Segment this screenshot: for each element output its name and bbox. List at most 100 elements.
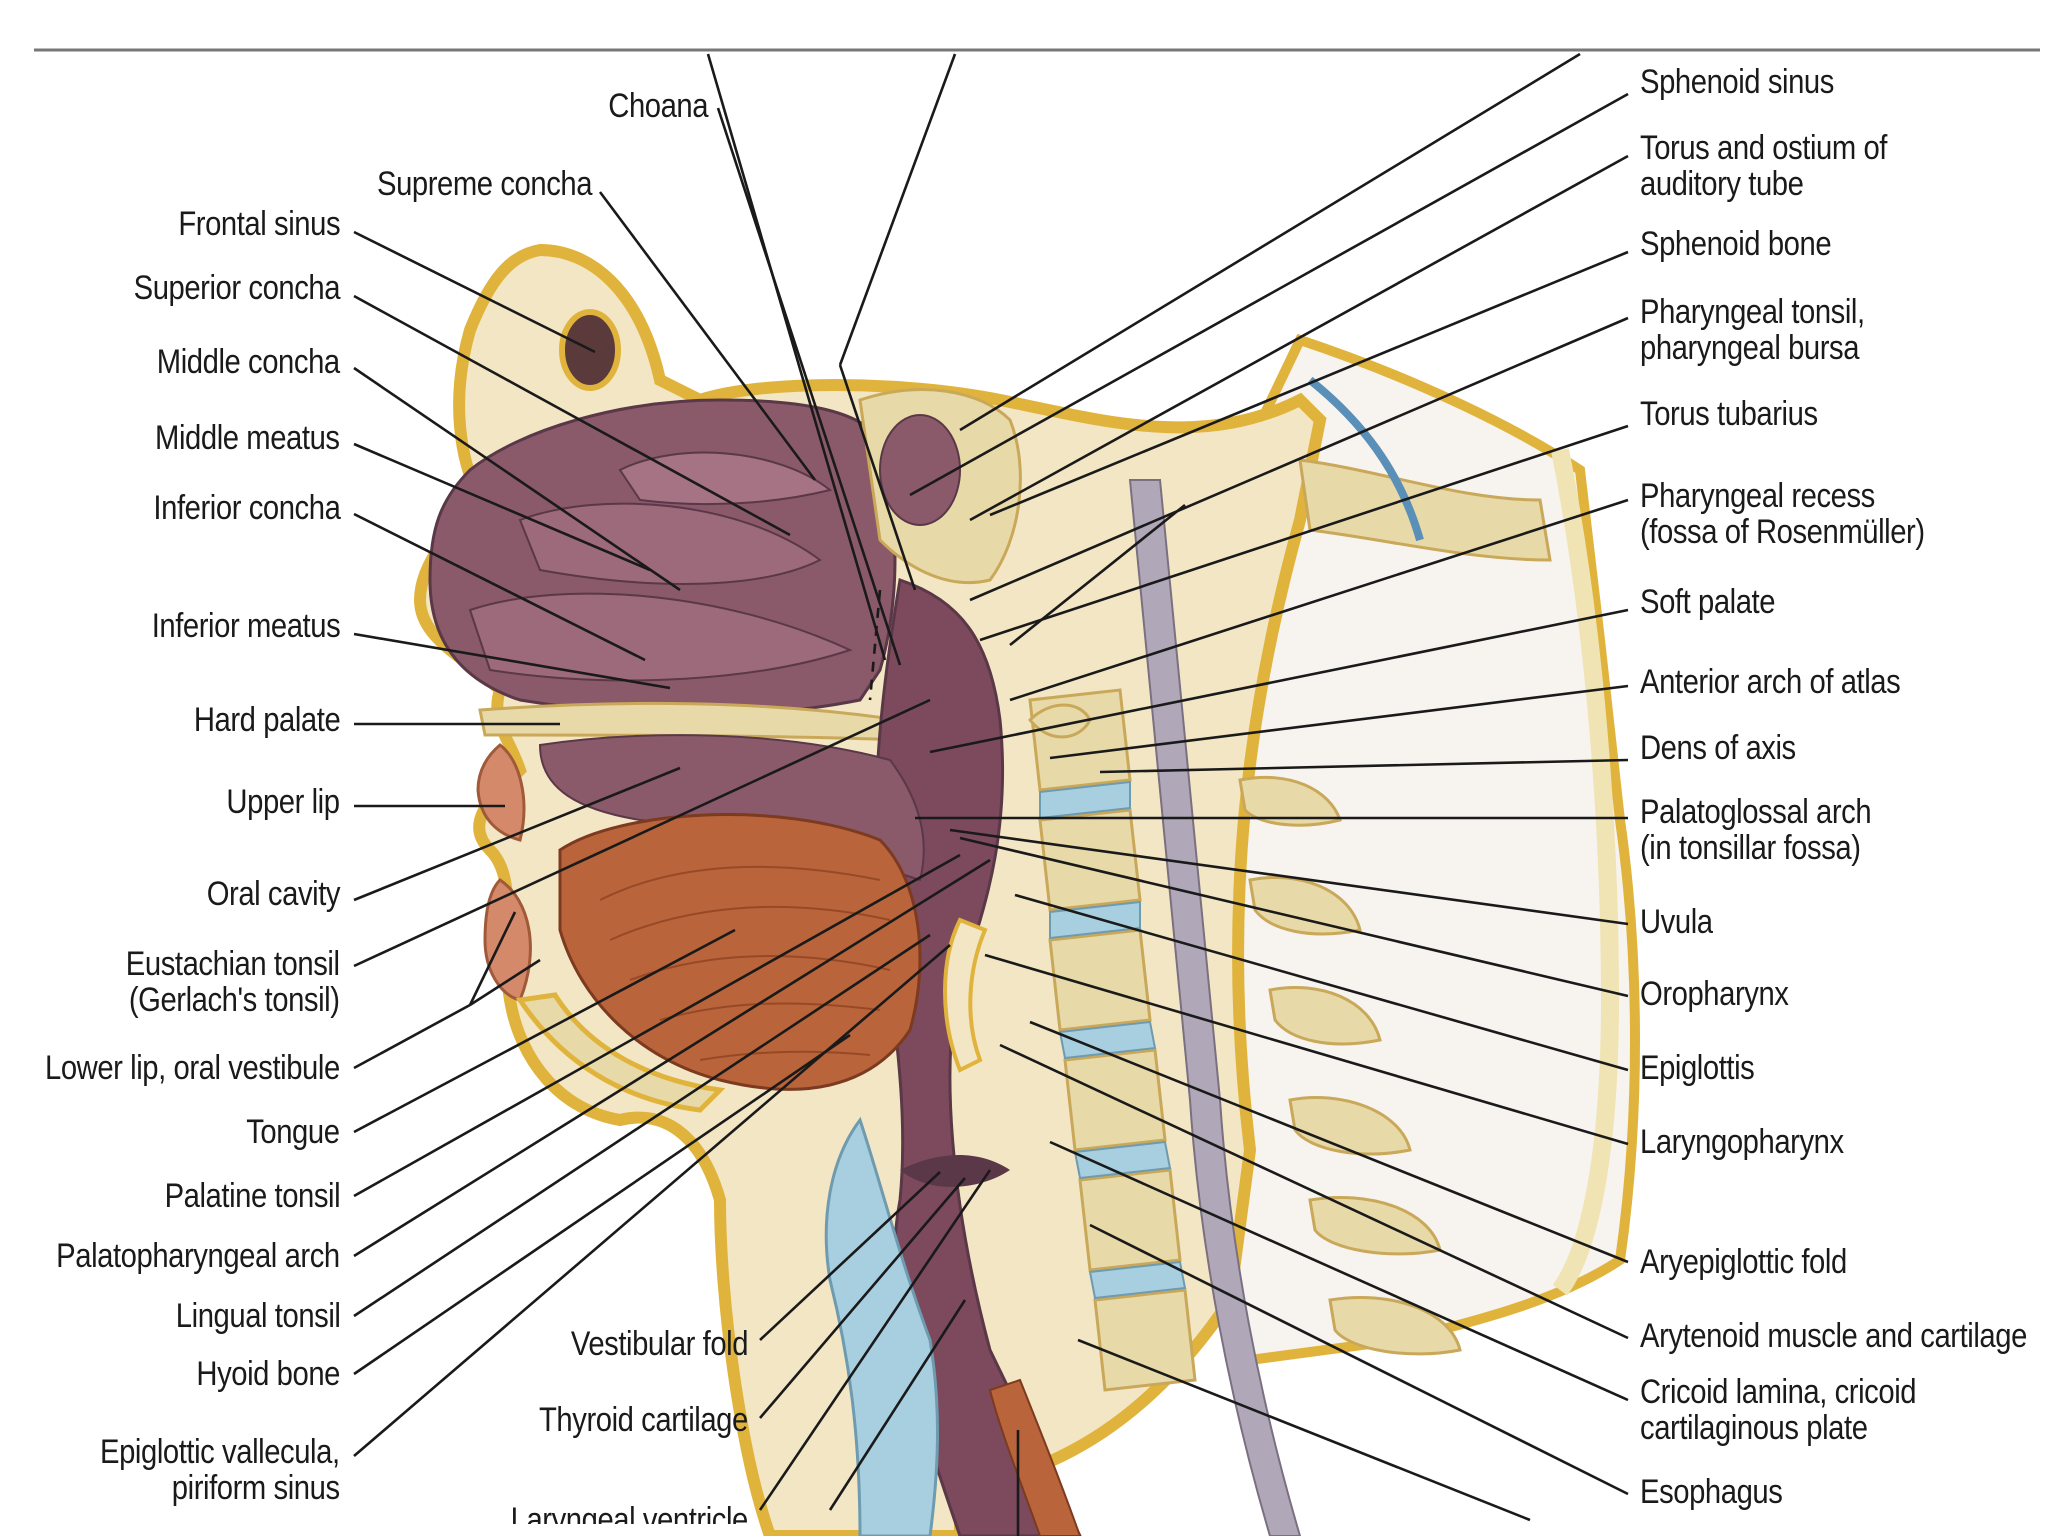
label-palatine-tonsil: Palatine tonsil [164, 1177, 340, 1215]
leader-vestibular-fold [759, 1171, 941, 1341]
label-cricoid-lamina: Cricoid lamina, cricoid cartilaginous pl… [1640, 1373, 1917, 1447]
label-torus-ostium: Torus and ostium of auditory tube [1640, 129, 1887, 203]
leader-pharyngeal-recess [1009, 498, 1629, 702]
leader-sphenoid-sinus [909, 92, 1629, 497]
label-palatopharyngeal-arch: Palatopharyngeal arch [56, 1237, 340, 1275]
label-soft-palate: Soft palate [1640, 583, 1776, 621]
leader-inferior-meatus [353, 632, 671, 690]
leader-lower-lip-a [468, 911, 517, 1006]
lower-lip-shape [483, 878, 532, 1002]
leader-hyoid-bone [353, 1033, 851, 1376]
leader-sphenoid-bone [989, 250, 1629, 517]
leader-supreme-concha [598, 191, 817, 481]
leader-anterior-arch-atlas [1049, 684, 1629, 760]
label-middle-meatus: Middle meatus [155, 419, 340, 457]
mandible [515, 992, 726, 1113]
label-palatoglossal-arch: Palatoglossal arch (in tonsillar fossa) [1640, 793, 1872, 867]
label-middle-concha: Middle concha [157, 343, 340, 381]
leader-choana-b [716, 107, 902, 666]
leader-lower-lip [353, 1003, 471, 1070]
leader-torus-ostium [969, 154, 1629, 522]
spinous-processes [1238, 775, 1462, 1356]
label-pharyngeal-tonsil: Pharyngeal tonsil, pharyngeal bursa [1640, 293, 1865, 367]
leader-cricoid-lamina [1049, 1140, 1629, 1402]
label-oral-cavity: Oral cavity [206, 875, 341, 913]
epiglottis-shape [943, 917, 988, 1073]
leader-uvula [949, 828, 1629, 926]
occipital-bone [1298, 458, 1552, 562]
label-sphenoid-sinus: Sphenoid sinus [1640, 63, 1834, 101]
inferior-concha-shape [468, 592, 853, 682]
superior-concha-shape [618, 451, 833, 506]
leader-thyroid-cartilage [759, 1177, 966, 1419]
label-vestibular-fold: Vestibular fold [570, 1325, 749, 1363]
occipital-skin-line [1551, 448, 1620, 1296]
leader-laryngeal-ventricle-a [758, 1169, 992, 1511]
vertebral-bodies [1028, 688, 1197, 1392]
label-dens-axis: Dens of axis [1640, 729, 1796, 767]
label-thyroid-cartilage: Thyroid cartilage [539, 1401, 748, 1439]
leader-eustachian-tonsil [353, 698, 931, 968]
leader-soft-palate [929, 608, 1629, 754]
vertebral-artery-blue [1307, 376, 1424, 542]
upper-lip-shape [476, 743, 526, 842]
leader-palatopharyngeal-arch [353, 858, 991, 1258]
leader-choana-d [838, 364, 917, 591]
leader-laryngopharynx [984, 953, 1629, 1146]
label-torus-tubarius: Torus tubarius [1640, 395, 1818, 433]
tongue-muscle [558, 813, 922, 1091]
label-epiglottic-vallecula: Epiglottic vallecula, piriform sinus [100, 1433, 340, 1507]
choana-dash [868, 589, 882, 701]
label-laryngeal-ventricle: Laryngeal ventricle [510, 1502, 748, 1524]
label-tongue: Tongue [246, 1113, 341, 1151]
label-lower-lip: Lower lip, oral vestibule [45, 1049, 340, 1087]
label-pharyngeal-recess: Pharyngeal recess (fossa of Rosenmüller) [1640, 477, 1925, 551]
leader-aryepiglottic-fold [1029, 1020, 1629, 1264]
label-superior-concha: Superior concha [133, 269, 341, 307]
label-supreme-concha: Supreme concha [376, 165, 592, 203]
leader-top-right-1 [959, 52, 1581, 432]
label-epiglottis: Epiglottis [1640, 1049, 1755, 1087]
label-anterior-arch-atlas: Anterior arch of atlas [1640, 663, 1901, 701]
leader-epiglottis [1014, 893, 1629, 1072]
label-hyoid-bone: Hyoid bone [196, 1355, 340, 1393]
leader-inferior-concha [353, 512, 646, 662]
sphenoid-sinus-shape [879, 414, 961, 526]
leader-middle-meatus [353, 442, 651, 572]
label-inferior-concha: Inferior concha [153, 489, 340, 527]
leader-dens-axis [1099, 758, 1629, 774]
leader-lower-lip-b [469, 958, 541, 1007]
leader-oral-cavity [353, 766, 681, 902]
leader-choana-a [706, 53, 887, 661]
leader-middle-concha [353, 366, 681, 592]
leader-arytenoid [999, 1043, 1629, 1340]
label-esophagus: Esophagus [1640, 1473, 1783, 1511]
leader-palatine-tonsil [353, 853, 961, 1198]
label-sphenoid-bone: Sphenoid bone [1640, 225, 1832, 263]
label-uvula: Uvula [1640, 903, 1713, 941]
label-oropharynx: Oropharynx [1640, 975, 1789, 1013]
leader-superior-concha [353, 294, 791, 537]
leader-epiglottic-vallecula [353, 944, 951, 1457]
leader-lingual-tonsil [353, 933, 931, 1318]
leader-torus-tubarius-b [1009, 503, 1186, 647]
esophagus-shape [988, 1378, 1082, 1536]
label-choana: Choana [608, 87, 708, 125]
label-aryepiglottic-fold: Aryepiglottic fold [1640, 1243, 1847, 1281]
label-frontal-sinus: Frontal sinus [178, 205, 340, 243]
label-eustachian-tonsil: Eustachian tonsil (Gerlach's tonsil) [126, 945, 340, 1019]
label-hard-palate: Hard palate [193, 701, 341, 739]
label-upper-lip: Upper lip [226, 783, 341, 821]
leader-oropharynx [959, 836, 1629, 998]
leader-esophagus-a [1089, 1223, 1629, 1496]
leader-pharyngeal-tonsil [969, 316, 1629, 602]
label-inferior-meatus: Inferior meatus [151, 607, 340, 645]
leader-choana-c [838, 53, 957, 366]
label-lingual-tonsil: Lingual tonsil [175, 1297, 340, 1335]
middle-concha-shape [518, 502, 822, 585]
leader-laryngeal-ventricle-b [828, 1299, 967, 1511]
label-laryngopharynx: Laryngopharynx [1640, 1123, 1844, 1161]
leader-tongue [353, 928, 736, 1134]
